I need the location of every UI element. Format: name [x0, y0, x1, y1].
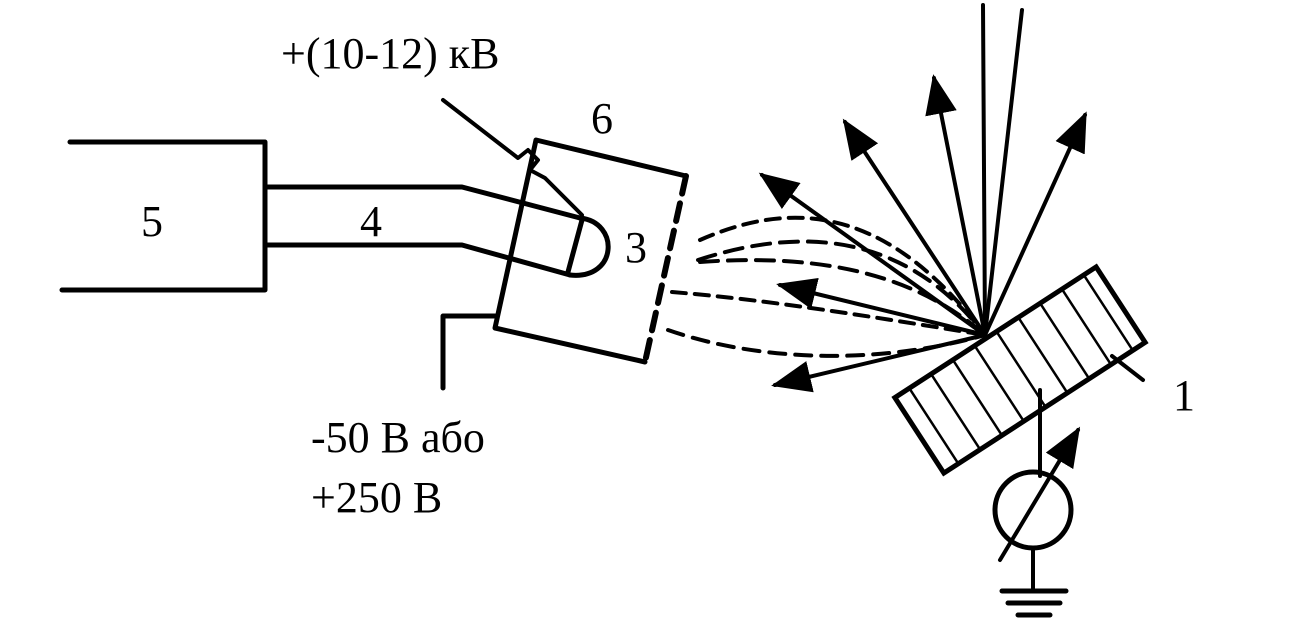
part-3-label: 3 — [625, 223, 647, 272]
bias-voltage-label-line2: +250 В — [311, 473, 442, 522]
meter-arrow — [998, 426, 1081, 562]
part-6-label: 6 — [591, 94, 613, 143]
part-5-label: 5 — [141, 197, 163, 246]
part-4-tube — [262, 184, 611, 278]
high-voltage-lead — [441, 98, 584, 217]
meter-circuit — [992, 388, 1081, 618]
part-5-housing — [59, 139, 268, 293]
high-voltage-label: +(10-12) кВ — [281, 29, 500, 78]
ground-icon — [999, 588, 1069, 618]
part-4-label: 4 — [360, 197, 382, 246]
bias-voltage-label-line1: -50 В або — [311, 413, 485, 462]
scattered-particles — [758, 3, 1087, 393]
part-1-label: 1 — [1173, 371, 1195, 420]
ion-beam-trajectories — [666, 215, 987, 358]
ammeter-icon — [992, 469, 1074, 551]
part-6-chamber — [492, 137, 689, 365]
part-1-target — [891, 263, 1149, 477]
bias-lead — [440, 313, 498, 391]
